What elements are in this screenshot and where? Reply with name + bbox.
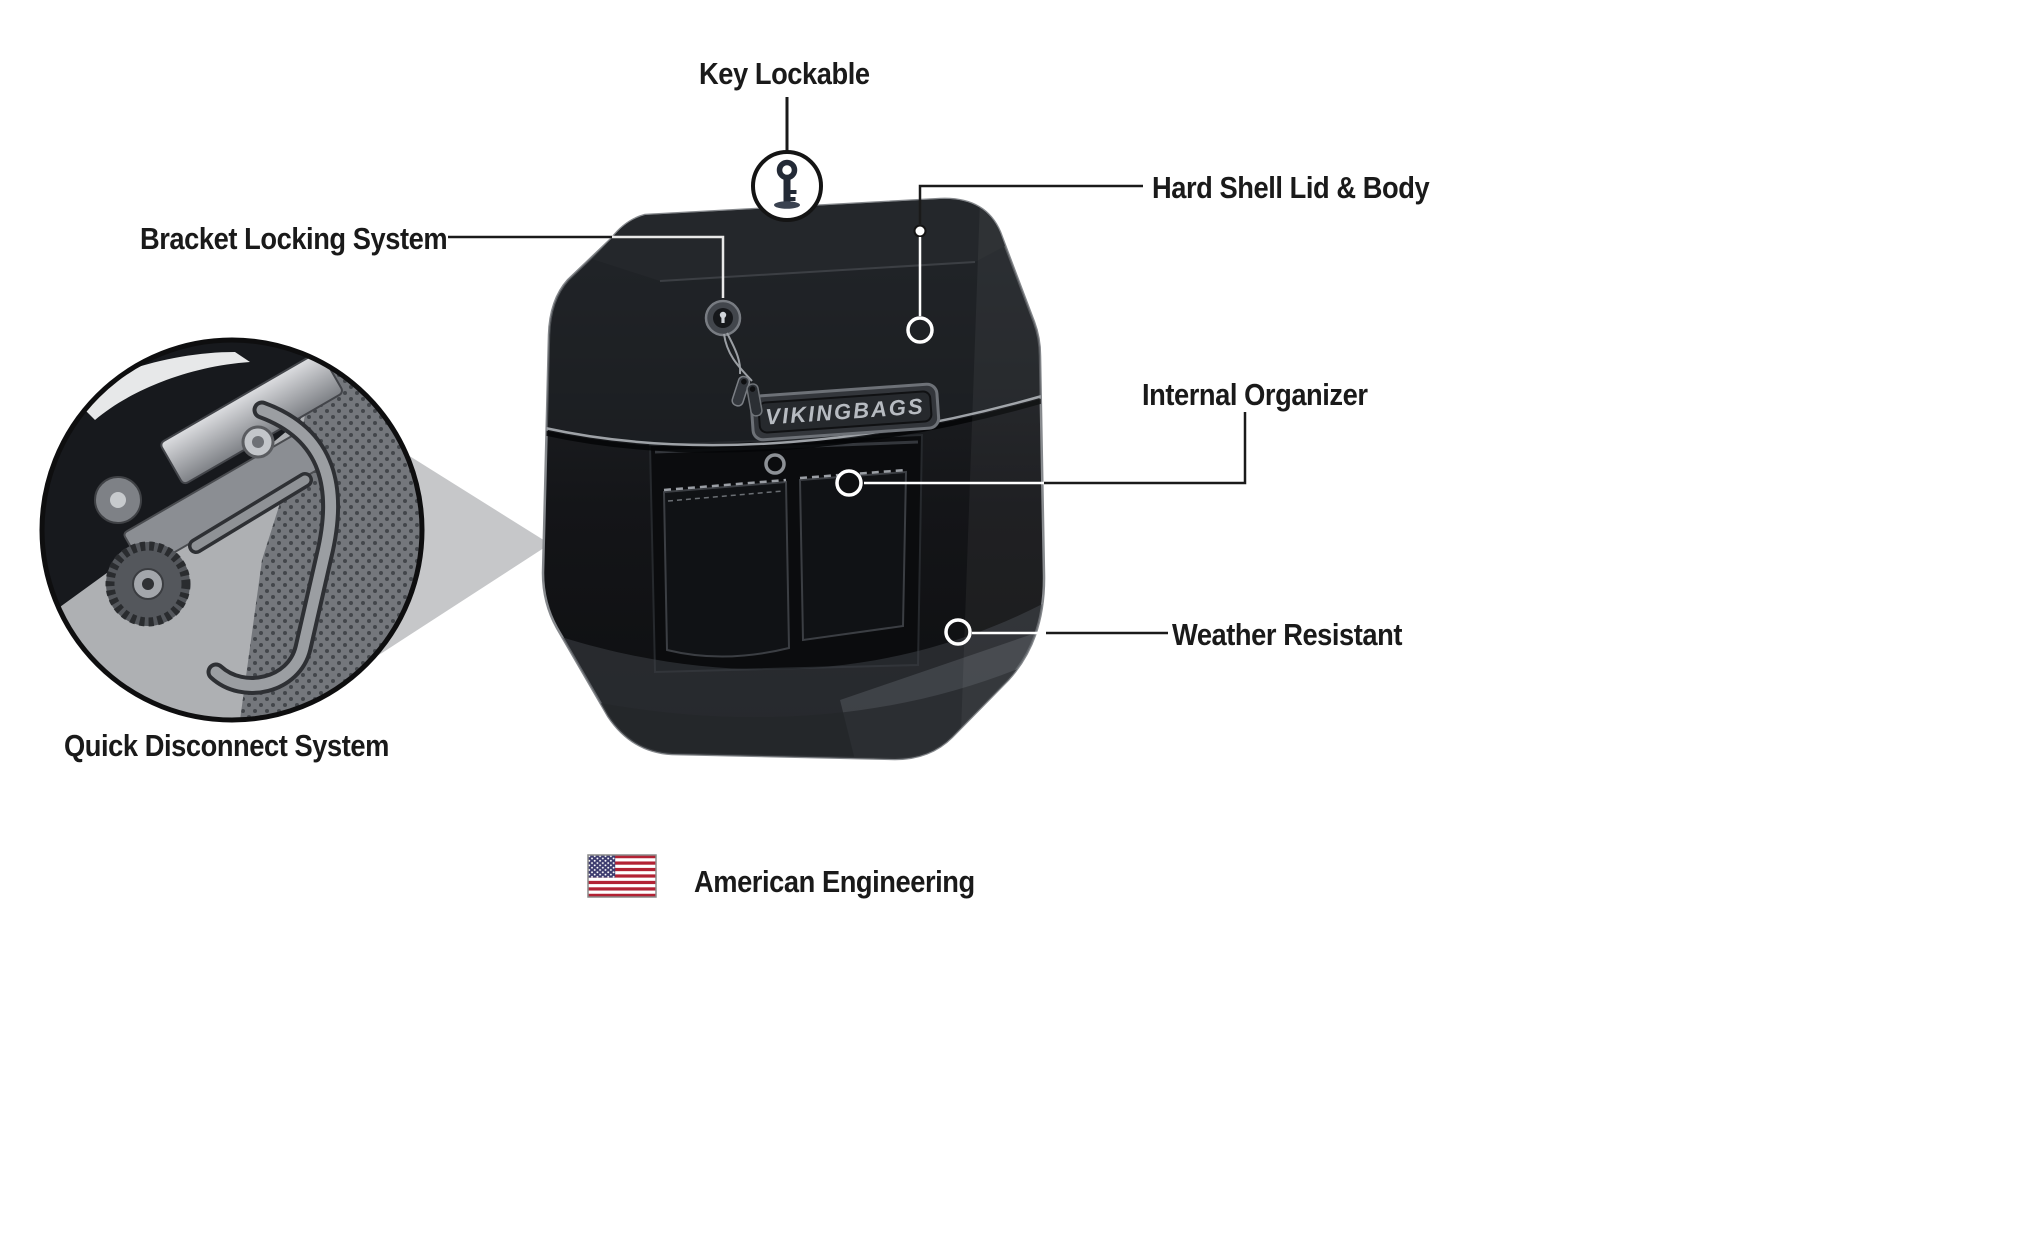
key-icon bbox=[774, 159, 800, 209]
disconnect-rod bbox=[188, 400, 341, 695]
callout-label-weather-resistant: Weather Resistant bbox=[1172, 617, 1403, 652]
callout-label-quick-disconnect: Quick Disconnect System bbox=[64, 728, 389, 763]
callout-line-internal-organizer bbox=[835, 412, 1247, 497]
american-engineering-label: American Engineering bbox=[694, 864, 975, 899]
callout-label-internal-organizer: Internal Organizer bbox=[1142, 377, 1368, 412]
hanging-key-1 bbox=[731, 375, 751, 407]
organizer-hook bbox=[764, 453, 786, 475]
us-flag-icon bbox=[587, 854, 657, 898]
inset-border bbox=[39, 337, 425, 723]
callout-label-hard-shell: Hard Shell Lid & Body bbox=[1152, 170, 1430, 205]
marker-internal-organizer bbox=[835, 469, 863, 497]
lid-seam bbox=[544, 394, 1043, 447]
internal-organizer-area bbox=[648, 433, 924, 674]
callout-line-bracket-locking bbox=[448, 235, 725, 298]
key-badge bbox=[751, 150, 823, 222]
hanging-key-2 bbox=[746, 383, 763, 417]
callout-label-bracket-locking: Bracket Locking System bbox=[140, 221, 448, 256]
organizer-pocket-right bbox=[798, 470, 908, 642]
callout-line-hard-shell bbox=[906, 184, 1143, 344]
organizer-pocket-left bbox=[662, 480, 791, 658]
case-lock bbox=[704, 299, 763, 417]
callout-label-key-lockable: Key Lockable bbox=[699, 56, 870, 91]
marker-hard-shell bbox=[906, 316, 934, 344]
marker-weather-resistant bbox=[944, 618, 972, 646]
quick-disconnect-inset bbox=[39, 337, 425, 723]
brand-nameplate: VIKINGBAGS bbox=[749, 382, 941, 442]
knurled-knob bbox=[105, 541, 191, 627]
hard-case-illustration: VIKINGBAGS bbox=[541, 197, 1046, 761]
callout-line-weather-resistant bbox=[944, 618, 1168, 646]
